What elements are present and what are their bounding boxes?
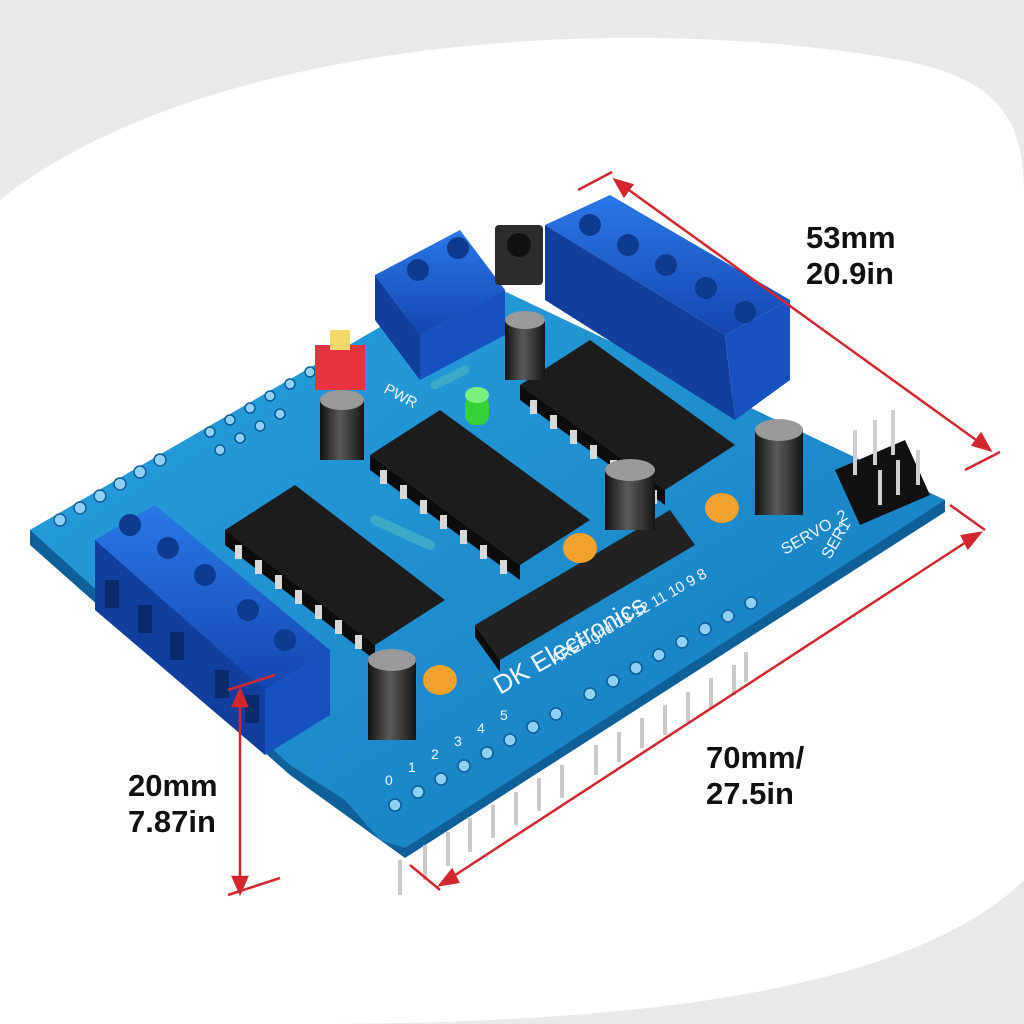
power-jumper xyxy=(315,330,365,390)
length-metric: 70mm/ xyxy=(706,740,805,775)
svg-text:0: 0 xyxy=(385,772,393,788)
length-imperial: 27.5in xyxy=(706,776,794,811)
terminal-block-top-left xyxy=(375,230,505,380)
svg-text:2: 2 xyxy=(431,746,439,762)
servo-header xyxy=(835,410,930,525)
ic-chip-left xyxy=(225,485,445,660)
terminal-block-bottom-left xyxy=(95,505,330,755)
header-holes xyxy=(53,366,316,527)
length-dimension-label: 70mm/ 27.5in xyxy=(706,740,804,812)
terminal-block-top-right xyxy=(545,195,790,420)
electrolytic-capacitors xyxy=(320,311,803,740)
ic-chip-middle xyxy=(370,410,590,580)
width-imperial: 20.9in xyxy=(806,256,894,291)
ic-shift-register xyxy=(475,510,695,672)
resistors xyxy=(370,365,470,550)
height-dimension-label: 20mm 7.87in xyxy=(128,768,218,840)
reset-button xyxy=(495,225,543,285)
svg-text:5: 5 xyxy=(500,707,508,723)
height-metric: 20mm xyxy=(128,768,218,803)
green-led xyxy=(465,387,489,425)
svg-text:1: 1 xyxy=(408,759,416,775)
header-pins xyxy=(398,652,748,895)
digital-pin-labels: 0 1 2 3 4 5 xyxy=(385,707,508,788)
height-imperial: 7.87in xyxy=(128,804,216,839)
width-metric: 53mm xyxy=(806,220,896,255)
svg-text:4: 4 xyxy=(477,720,485,736)
width-dimension-label: 53mm 20.9in xyxy=(806,220,896,292)
ceramic-capacitors xyxy=(423,493,739,695)
digital-header-holes xyxy=(388,596,758,812)
dimension-lines xyxy=(227,170,1001,897)
svg-text:3: 3 xyxy=(454,733,462,749)
